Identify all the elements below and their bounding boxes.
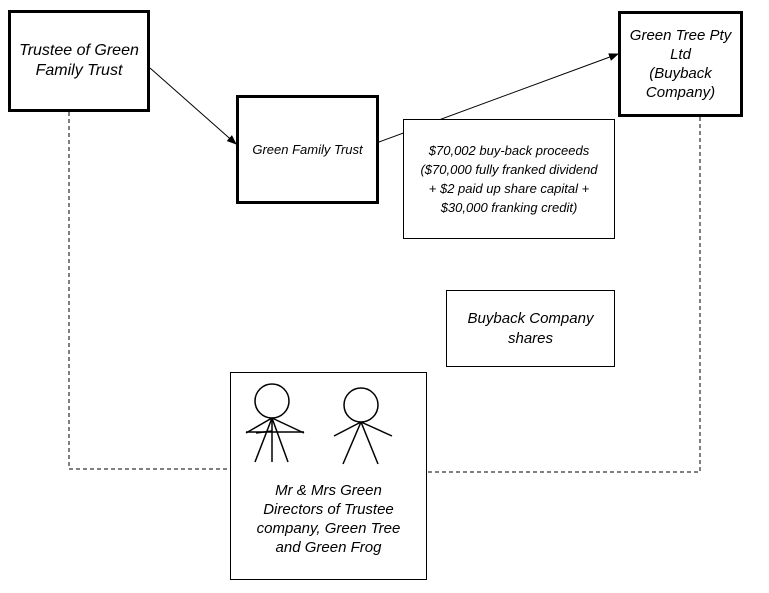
directors-line-3: company, Green Tree [256, 520, 401, 537]
proceeds-note-line-1: $70,002 buy-back proceeds [428, 143, 590, 158]
arrow-trustee-to-trust [149, 67, 237, 145]
directors-line-2: Directors of Trustee [263, 501, 394, 518]
proceeds-note-box: $70,002 buy-back proceeds ($70,000 fully… [403, 119, 615, 239]
trustee-box: Trustee of Green Family Trust [8, 10, 150, 112]
buyback-company-label-line-3: (Buyback [649, 65, 712, 82]
proceeds-note-line-2: ($70,000 fully franked dividend [420, 162, 598, 177]
shares-note-line-1: Buyback Company [467, 309, 594, 327]
green-family-trust-box: Green Family Trust [236, 95, 379, 204]
directors-box: Mr & Mrs Green Directors of Trustee comp… [230, 372, 427, 580]
trustee-label-line-2: Family Trust [35, 62, 123, 79]
shares-note-line-2: shares [507, 329, 554, 347]
shares-note-box: Buyback Company shares [446, 290, 615, 367]
buyback-company-box: Green Tree Pty Ltd (Buyback Company) [618, 11, 743, 117]
buyback-company-label-line-2: Ltd [670, 46, 691, 63]
green-family-trust-label: Green Family Trust [252, 142, 363, 157]
directors-line-4: and Green Frog [275, 539, 382, 556]
proceeds-note-line-3: + $2 paid up share capital + [428, 181, 590, 196]
buyback-company-label-line-1: Green Tree Pty [629, 27, 732, 44]
buyback-company-label-line-4: Company) [645, 84, 716, 101]
dashed-link-trustee-to-directors [68, 112, 230, 470]
proceeds-note-line-4: $30,000 franking credit) [440, 200, 578, 215]
trustee-label-line-1: Trustee of Green [19, 42, 139, 59]
directors-line-1: Mr & Mrs Green [275, 482, 382, 499]
